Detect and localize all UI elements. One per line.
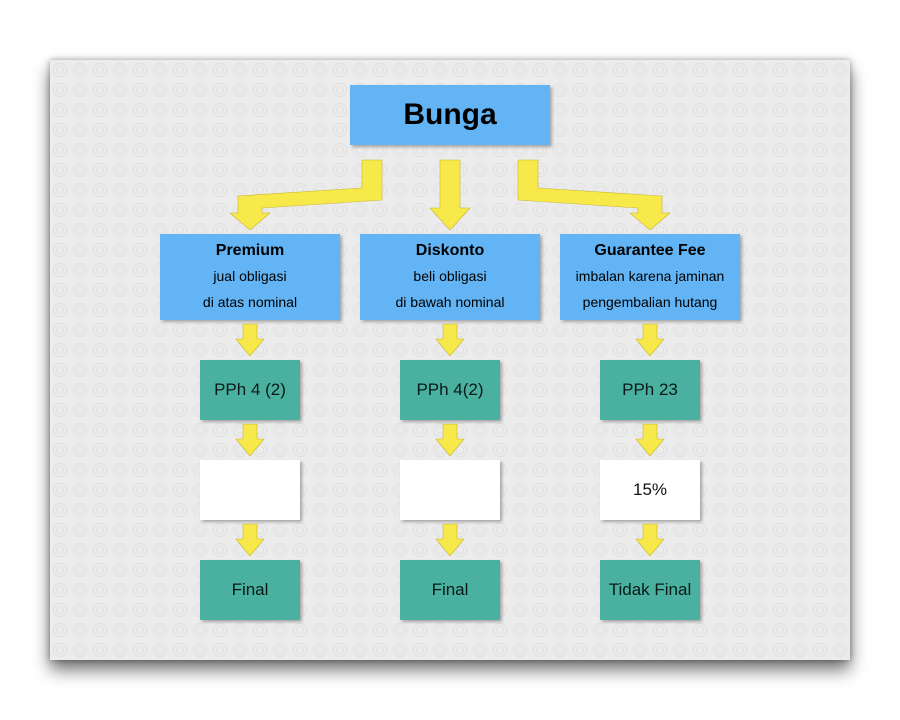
- rate-box-premium: [200, 460, 300, 520]
- arrow-guarantee-3: [635, 523, 665, 557]
- rate-box-diskonto: [400, 460, 500, 520]
- status-box-diskonto: Final: [400, 560, 500, 620]
- category-box-guarantee-fee: Guarantee Fee imbalan karena jaminan pen…: [560, 234, 740, 320]
- category-title: Diskonto: [415, 242, 485, 259]
- category-desc: jual obligasi: [213, 268, 287, 284]
- category-box-diskonto: Diskonto beli obligasi di bawah nominal: [360, 234, 540, 320]
- tax-box-diskonto: PPh 4(2): [400, 360, 500, 420]
- tax-box-guarantee-fee: PPh 23: [600, 360, 700, 420]
- category-box-premium: Premium jual obligasi di atas nominal: [160, 234, 340, 320]
- tax-label: PPh 4 (2): [214, 380, 286, 399]
- tax-label: PPh 23: [622, 380, 678, 399]
- category-desc: beli obligasi: [413, 268, 487, 284]
- arrow-premium-3: [235, 523, 265, 557]
- rate-box-guarantee-fee: 15%: [600, 460, 700, 520]
- category-title: Guarantee Fee: [594, 242, 706, 259]
- arrow-premium-1: [235, 323, 265, 357]
- tax-label: PPh 4(2): [416, 380, 484, 399]
- arrow-root-diskonto: [429, 159, 471, 231]
- root-label: Bunga: [403, 98, 497, 131]
- root-box: Bunga: [350, 85, 550, 145]
- category-title: Premium: [215, 242, 285, 259]
- arrow-diskonto-1: [435, 323, 465, 357]
- arrow-root-premium: [229, 159, 383, 231]
- status-label: Final: [431, 580, 469, 599]
- status-box-premium: Final: [200, 560, 300, 620]
- arrow-guarantee-2: [635, 423, 665, 457]
- category-desc: di atas nominal: [202, 294, 298, 310]
- category-desc: imbalan karena jaminan: [575, 268, 725, 284]
- rate-label: 15%: [632, 480, 668, 499]
- category-desc: di bawah nominal: [395, 294, 505, 310]
- arrow-premium-2: [235, 423, 265, 457]
- category-desc: pengembalian hutang: [582, 294, 718, 310]
- arrow-diskonto-2: [435, 423, 465, 457]
- status-label: Tidak Final: [608, 580, 692, 599]
- status-label: Final: [231, 580, 269, 599]
- arrow-diskonto-3: [435, 523, 465, 557]
- status-box-guarantee-fee: Tidak Final: [600, 560, 700, 620]
- tax-box-premium: PPh 4 (2): [200, 360, 300, 420]
- arrow-guarantee-1: [635, 323, 665, 357]
- arrow-root-guarantee: [517, 159, 671, 231]
